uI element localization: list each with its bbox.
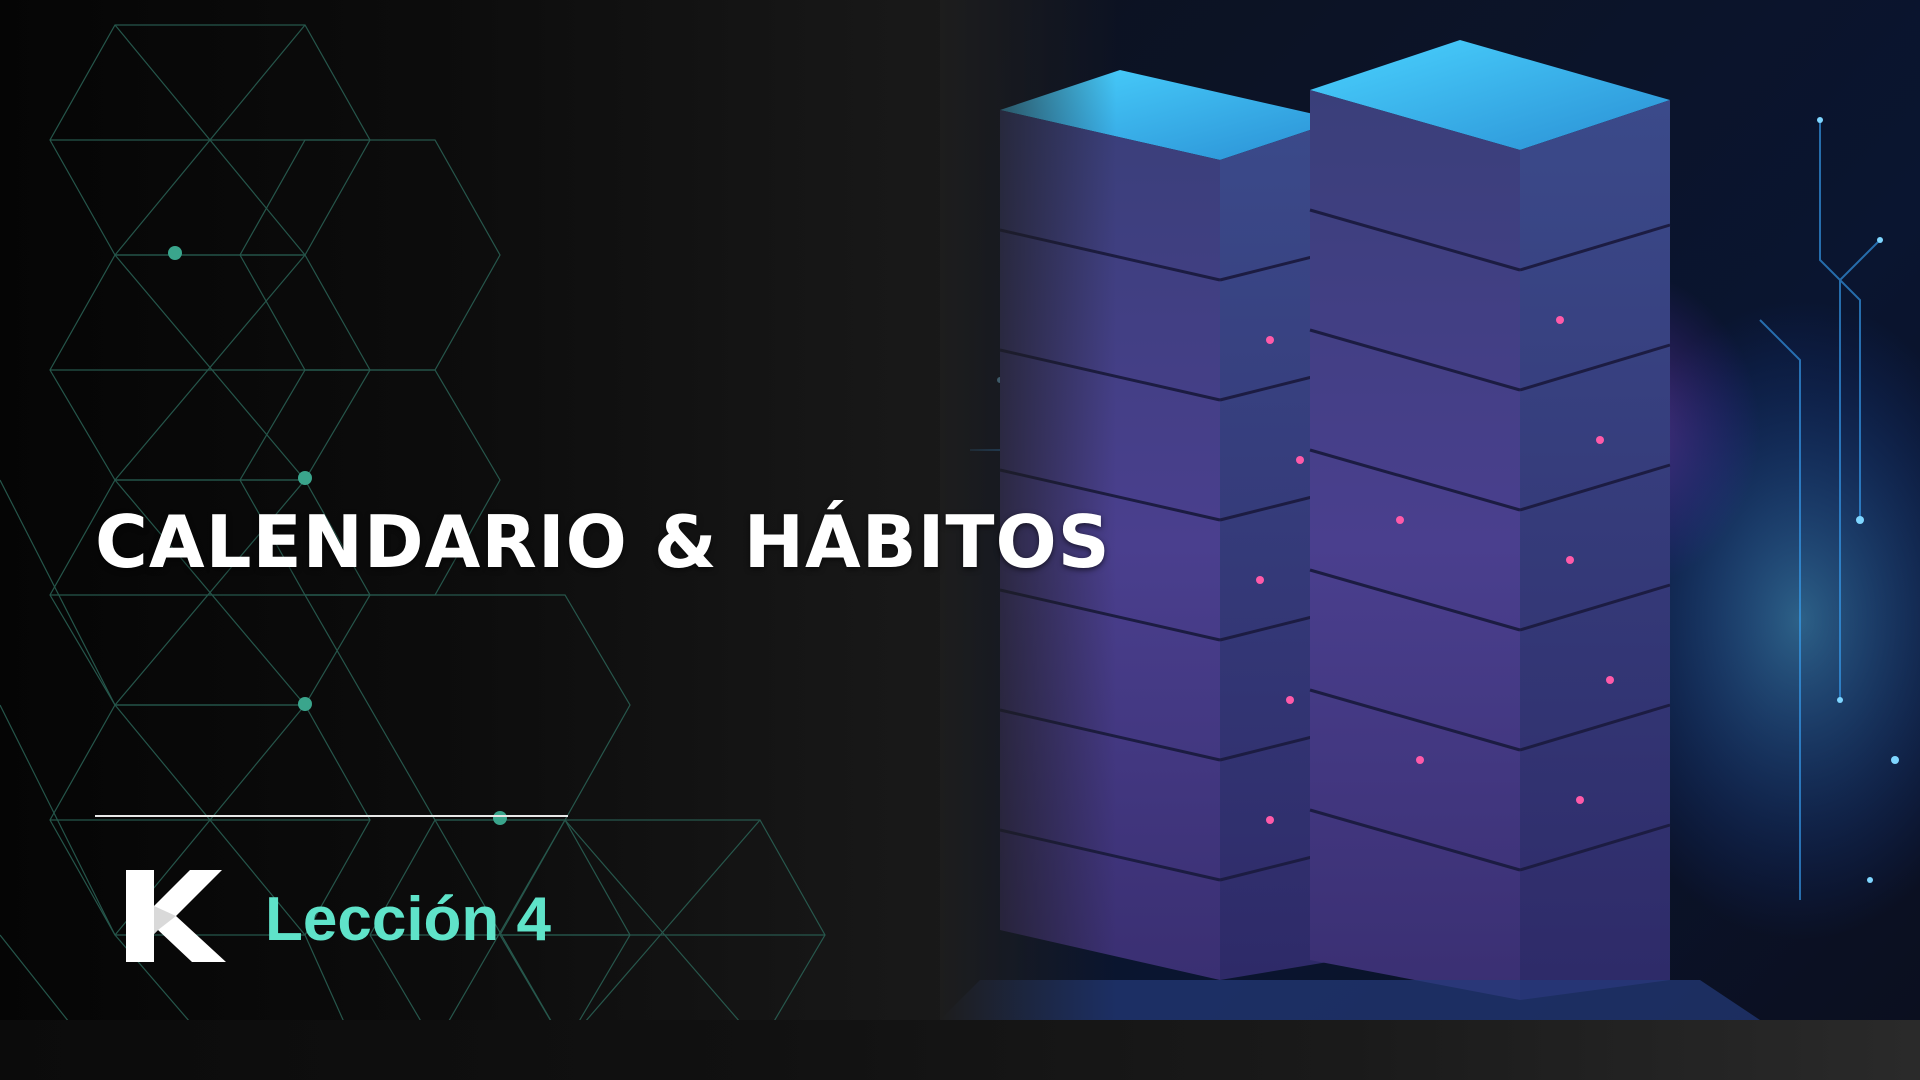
slide-title: CALENDARIO & HÁBITOS xyxy=(95,500,1111,584)
lesson-label: Lección 4 xyxy=(265,885,551,954)
pattern-node xyxy=(298,471,312,485)
server-tower-illustration xyxy=(940,0,1920,1020)
pattern-node xyxy=(168,246,182,260)
bottom-strip xyxy=(0,1020,1920,1080)
pattern-node xyxy=(298,697,312,711)
title-divider xyxy=(95,815,568,817)
pattern-node xyxy=(493,811,507,825)
k-logo-icon xyxy=(126,870,226,962)
